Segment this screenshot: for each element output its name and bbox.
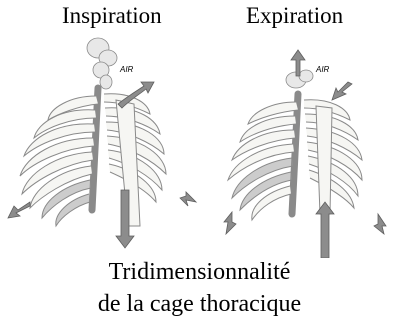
caption-line-1: Tridimensionnalité (0, 258, 399, 286)
arrow-side-left-panel (8, 202, 30, 218)
arrow-side-right-right-panel (374, 214, 386, 234)
caption-line-2: de la cage thoracique (0, 290, 399, 318)
air-cloud-left (87, 38, 117, 89)
inspiration-rib-cage: AIR (20, 38, 166, 226)
air-label-left: AIR (119, 65, 134, 74)
expiration-heading: Expiration (246, 2, 343, 30)
arrow-diag-right-panel (332, 82, 352, 100)
arrow-up-bottom-right-panel (316, 202, 334, 258)
rib-cage-illustration: AIR (0, 30, 399, 258)
inspiration-arrows (8, 82, 196, 248)
arrow-side-right-left-panel (180, 192, 196, 206)
arrow-side-left-right-panel (224, 212, 236, 234)
inspiration-heading: Inspiration (62, 2, 162, 30)
air-label-right: AIR (315, 65, 330, 74)
